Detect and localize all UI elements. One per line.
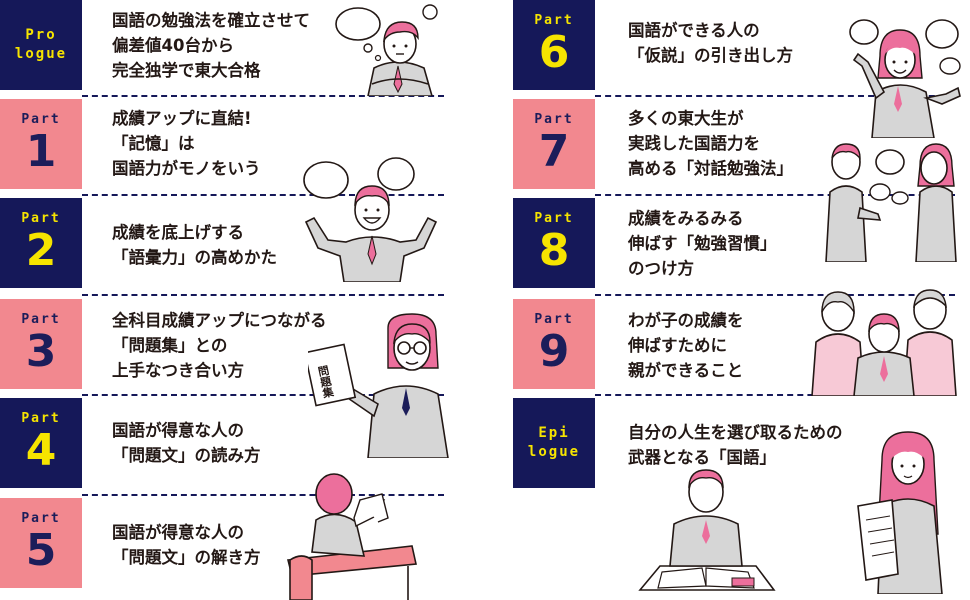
badge-part7: Part 7: [513, 99, 595, 189]
title-line: 「問題文」の読み方: [112, 446, 261, 465]
divider: [595, 194, 955, 196]
badge-part3: Part 3: [0, 299, 82, 389]
title-line: 高める「対話勉強法」: [628, 159, 793, 178]
title-line: 成績を底上げする: [112, 223, 244, 242]
badge-number: 9: [538, 326, 570, 377]
badge-part6: Part 6: [513, 0, 595, 90]
badge-epilogue-line1: Epi: [538, 425, 570, 441]
badge-epilogue: Epi logue: [513, 398, 595, 488]
badge-part-label: Part: [21, 211, 61, 226]
divider: [595, 394, 955, 396]
badge-number: 2: [25, 225, 57, 276]
badge-part-label: Part: [21, 312, 61, 327]
badge-number: 3: [25, 326, 57, 377]
title-line: 伸ばす「勉強習慣」: [628, 234, 777, 253]
title-line: 「仮説」の引き出し方: [628, 46, 793, 65]
title-line: 親ができること: [628, 361, 744, 380]
title-line: 国語ができる人の: [628, 21, 760, 40]
title-part4: 国語が得意な人の 「問題文」の読み方: [112, 418, 261, 468]
title-part8: 成績をみるみる 伸ばす「勉強習慣」 のつけ方: [628, 206, 777, 281]
title-line: 完全独学で東大合格: [112, 61, 261, 80]
badge-part-label: Part: [534, 312, 574, 327]
title-line: 偏差値40台から: [112, 36, 234, 55]
title-line: 上手なつき合い方: [112, 361, 244, 380]
title-line: 「問題集」との: [112, 336, 228, 355]
divider: [595, 95, 955, 97]
title-part2: 成績を底上げする 「語彙力」の高めかた: [112, 220, 277, 270]
badge-number: 6: [538, 27, 570, 78]
badge-part-label: Part: [21, 511, 61, 526]
family-illustration: [811, 289, 957, 396]
reading-student-illustration: [287, 473, 417, 600]
title-line: 伸ばすために: [628, 336, 727, 355]
badge-part-label: Part: [534, 112, 574, 127]
badge-part8: Part 8: [513, 198, 595, 288]
badge-part-label: Part: [534, 211, 574, 226]
badge-number: 1: [25, 126, 57, 177]
title-part9: わが子の成績を 伸ばすために 親ができること: [628, 308, 744, 383]
badge-prologue-line1: Pro: [25, 27, 57, 43]
thinking-student-illustration: [335, 4, 438, 96]
badge-prologue: Pro logue: [0, 0, 82, 90]
title-line: 自分の人生を選び取るための: [628, 423, 843, 442]
title-line: わが子の成績を: [628, 311, 744, 330]
title-line: 国語が得意な人の: [112, 523, 244, 542]
dialogue-students-illustration: [825, 143, 957, 262]
badge-part1: Part 1: [0, 99, 82, 189]
badge-part4: Part 4: [0, 398, 82, 488]
title-line: 成績アップに直結!: [112, 109, 252, 128]
pointing-girl-illustration: [849, 19, 961, 138]
badge-part9: Part 9: [513, 299, 595, 389]
title-part6: 国語ができる人の 「仮説」の引き出し方: [628, 18, 793, 68]
title-line: 国語が得意な人の: [112, 421, 244, 440]
divider: [82, 494, 444, 496]
badge-prologue-line2: logue: [14, 46, 68, 62]
studying-student-illustration: [638, 469, 776, 591]
badge-part-label: Part: [21, 411, 61, 426]
girl-reading-sheet-illustration: [857, 431, 943, 594]
title-line: 「語彙力」の高めかた: [112, 248, 277, 267]
title-line: 「問題文」の解き方: [112, 548, 261, 567]
title-line: のつけ方: [628, 259, 694, 278]
badge-number: 4: [25, 425, 57, 476]
girl-with-workbook-illustration: 問題集: [308, 313, 449, 458]
title-line: 武器となる「国語」: [628, 448, 777, 467]
title-part3: 全科目成績アップにつながる 「問題集」との 上手なつき合い方: [112, 308, 327, 383]
title-prologue: 国語の勉強法を確立させて 偏差値40台から 完全独学で東大合格: [112, 8, 310, 83]
title-line: 成績をみるみる: [628, 209, 744, 228]
badge-part-label: Part: [21, 112, 61, 127]
title-line: 国語の勉強法を確立させて: [112, 11, 310, 30]
title-epilogue: 自分の人生を選び取るための 武器となる「国語」: [628, 420, 843, 470]
badge-part-label: Part: [534, 13, 574, 28]
badge-part5: Part 5: [0, 498, 82, 588]
title-part7: 多くの東大生が 実践した国語力を 高める「対話勉強法」: [628, 106, 793, 181]
title-line: 全科目成績アップにつながる: [112, 311, 327, 330]
title-part1: 成績アップに直結! 「記憶」は 国語力がモノをいう: [112, 106, 261, 181]
divider: [82, 95, 444, 97]
badge-epilogue-line2: logue: [527, 444, 581, 460]
badge-part2: Part 2: [0, 198, 82, 288]
title-line: 国語力がモノをいう: [112, 159, 261, 178]
divider: [82, 194, 444, 196]
divider: [82, 294, 444, 296]
title-part5: 国語が得意な人の 「問題文」の解き方: [112, 520, 261, 570]
divider: [595, 294, 955, 296]
badge-number: 7: [538, 126, 570, 177]
divider: [82, 394, 444, 396]
smiling-boy-illustration: [303, 157, 438, 282]
title-line: 実践した国語力を: [628, 134, 760, 153]
badge-number: 8: [538, 225, 570, 276]
title-line: 多くの東大生が: [628, 109, 744, 128]
badge-number: 5: [25, 525, 57, 576]
title-line: 「記憶」は: [112, 134, 195, 153]
